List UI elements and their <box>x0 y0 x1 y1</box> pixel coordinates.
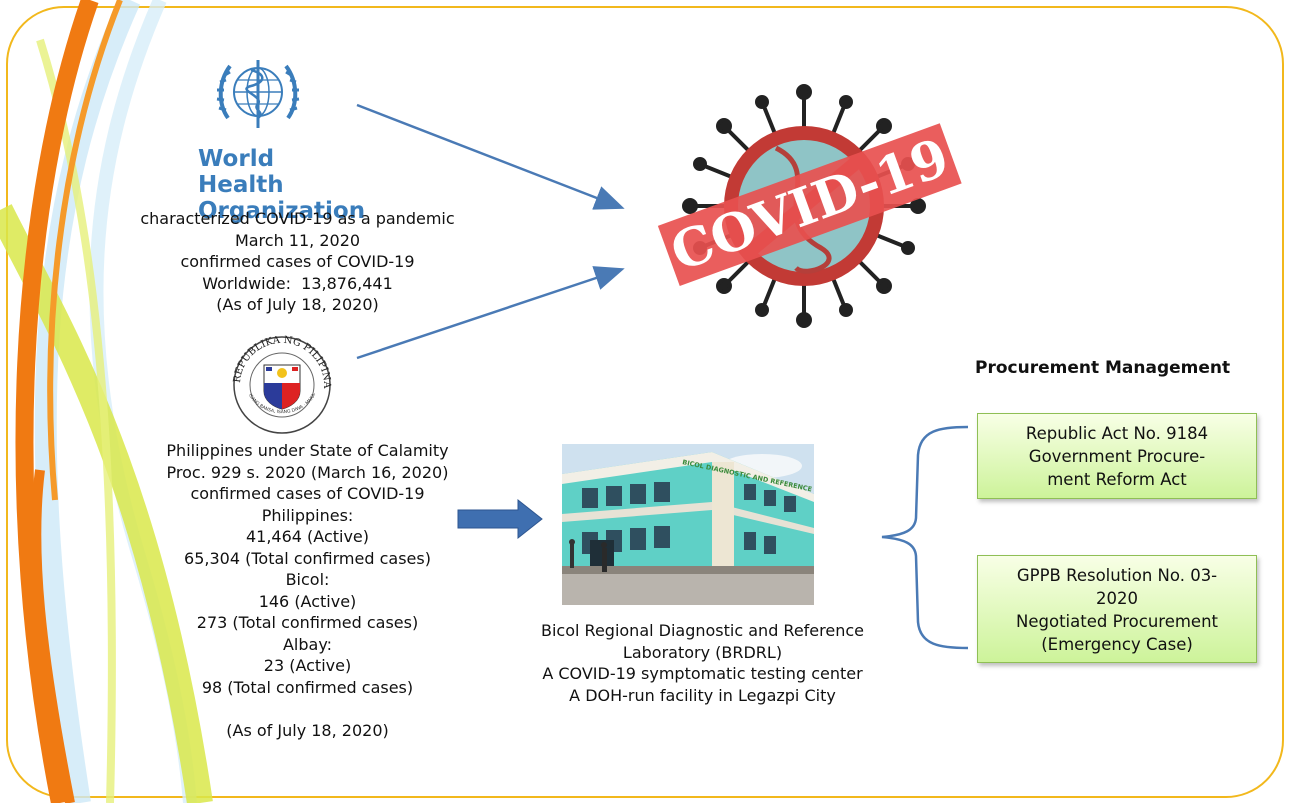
ph-line: Bicol: <box>285 570 330 589</box>
who-line: confirmed cases of COVID-19 <box>180 252 415 271</box>
box2-line: (Emergency Case) <box>1041 635 1193 654</box>
ph-line: Albay: <box>282 634 333 654</box>
lab-line: Bicol Regional Diagnostic and Reference <box>541 621 864 640</box>
ph-line: 273 (Total confirmed cases) <box>196 613 419 632</box>
who-logo-text-1: World Health <box>198 146 284 198</box>
lab-line: Laboratory (BRDRL) <box>622 642 783 662</box>
lab-line: A COVID-19 symptomatic testing center <box>542 664 863 683</box>
laboratory-building-photo: BICOL DIAGNOSTIC AND REFERENCE LABORATOR… <box>562 444 814 605</box>
who-emblem-icon <box>216 60 300 128</box>
procurement-heading: Procurement Management <box>975 358 1231 378</box>
ph-line: 41,464 (Active) <box>245 527 370 546</box>
ph-line: Philippines: <box>261 505 354 525</box>
who-line: (As of July 18, 2020) <box>216 295 379 314</box>
ph-line: Proc. 929 s. 2020 (March 16, 2020) <box>166 462 449 482</box>
box1-line: ment Reform Act <box>1047 470 1187 489</box>
covid-virus-stamp: COVID-19 <box>657 84 962 328</box>
who-logo-text-2: Organization <box>198 198 366 224</box>
box2-line: 2020 <box>1096 589 1138 608</box>
arrow-who-to-covid <box>356 103 625 210</box>
ra-9184-box: Republic Act No. 9184 Government Procure… <box>977 413 1257 499</box>
ph-line <box>150 698 465 720</box>
ph-line: 23 (Active) <box>263 656 352 675</box>
slide-frame <box>6 6 1284 798</box>
who-line: Worldwide: 13,876,441 <box>202 273 393 293</box>
philippines-text-block: Philippines under State of Calamity Proc… <box>150 440 465 741</box>
decorative-swooshes <box>0 0 213 803</box>
who-text-block: characterized COVID-19 as a pandemic Mar… <box>120 208 475 316</box>
ph-line: Philippines under State of Calamity <box>166 441 449 460</box>
ph-line: 146 (Active) <box>258 591 357 611</box>
ph-line: 65,304 (Total confirmed cases) <box>184 548 431 568</box>
who-logo: World Health Organization <box>196 52 366 224</box>
ph-line: (As of July 18, 2020) <box>226 720 389 740</box>
ph-line: 98 (Total confirmed cases) <box>201 677 414 697</box>
box2-line: GPPB Resolution No. 03- <box>1016 566 1218 585</box>
who-line: March 11, 2020 <box>234 230 361 250</box>
box2-line: Negotiated Procurement <box>1016 612 1218 631</box>
philippine-seal-icon: REPUBLIKA NG PILIPINAS ISANG BANSA, ISAN… <box>224 335 332 434</box>
arrow-ph-to-covid <box>356 266 625 360</box>
curly-brace <box>881 425 969 650</box>
laboratory-text-block: Bicol Regional Diagnostic and Reference … <box>520 620 885 706</box>
block-arrow-to-lab <box>457 498 543 540</box>
box1-line: Republic Act No. 9184 <box>1025 424 1209 443</box>
who-line: characterized COVID-19 as a pandemic <box>140 209 455 228</box>
gppb-resolution-box: GPPB Resolution No. 03- 2020 Negotiated … <box>977 555 1257 663</box>
ph-line: confirmed cases of COVID-19 <box>190 484 425 503</box>
box1-line: Government Procure- <box>1028 447 1206 466</box>
lab-line: A DOH-run facility in Legazpi City <box>569 685 836 705</box>
